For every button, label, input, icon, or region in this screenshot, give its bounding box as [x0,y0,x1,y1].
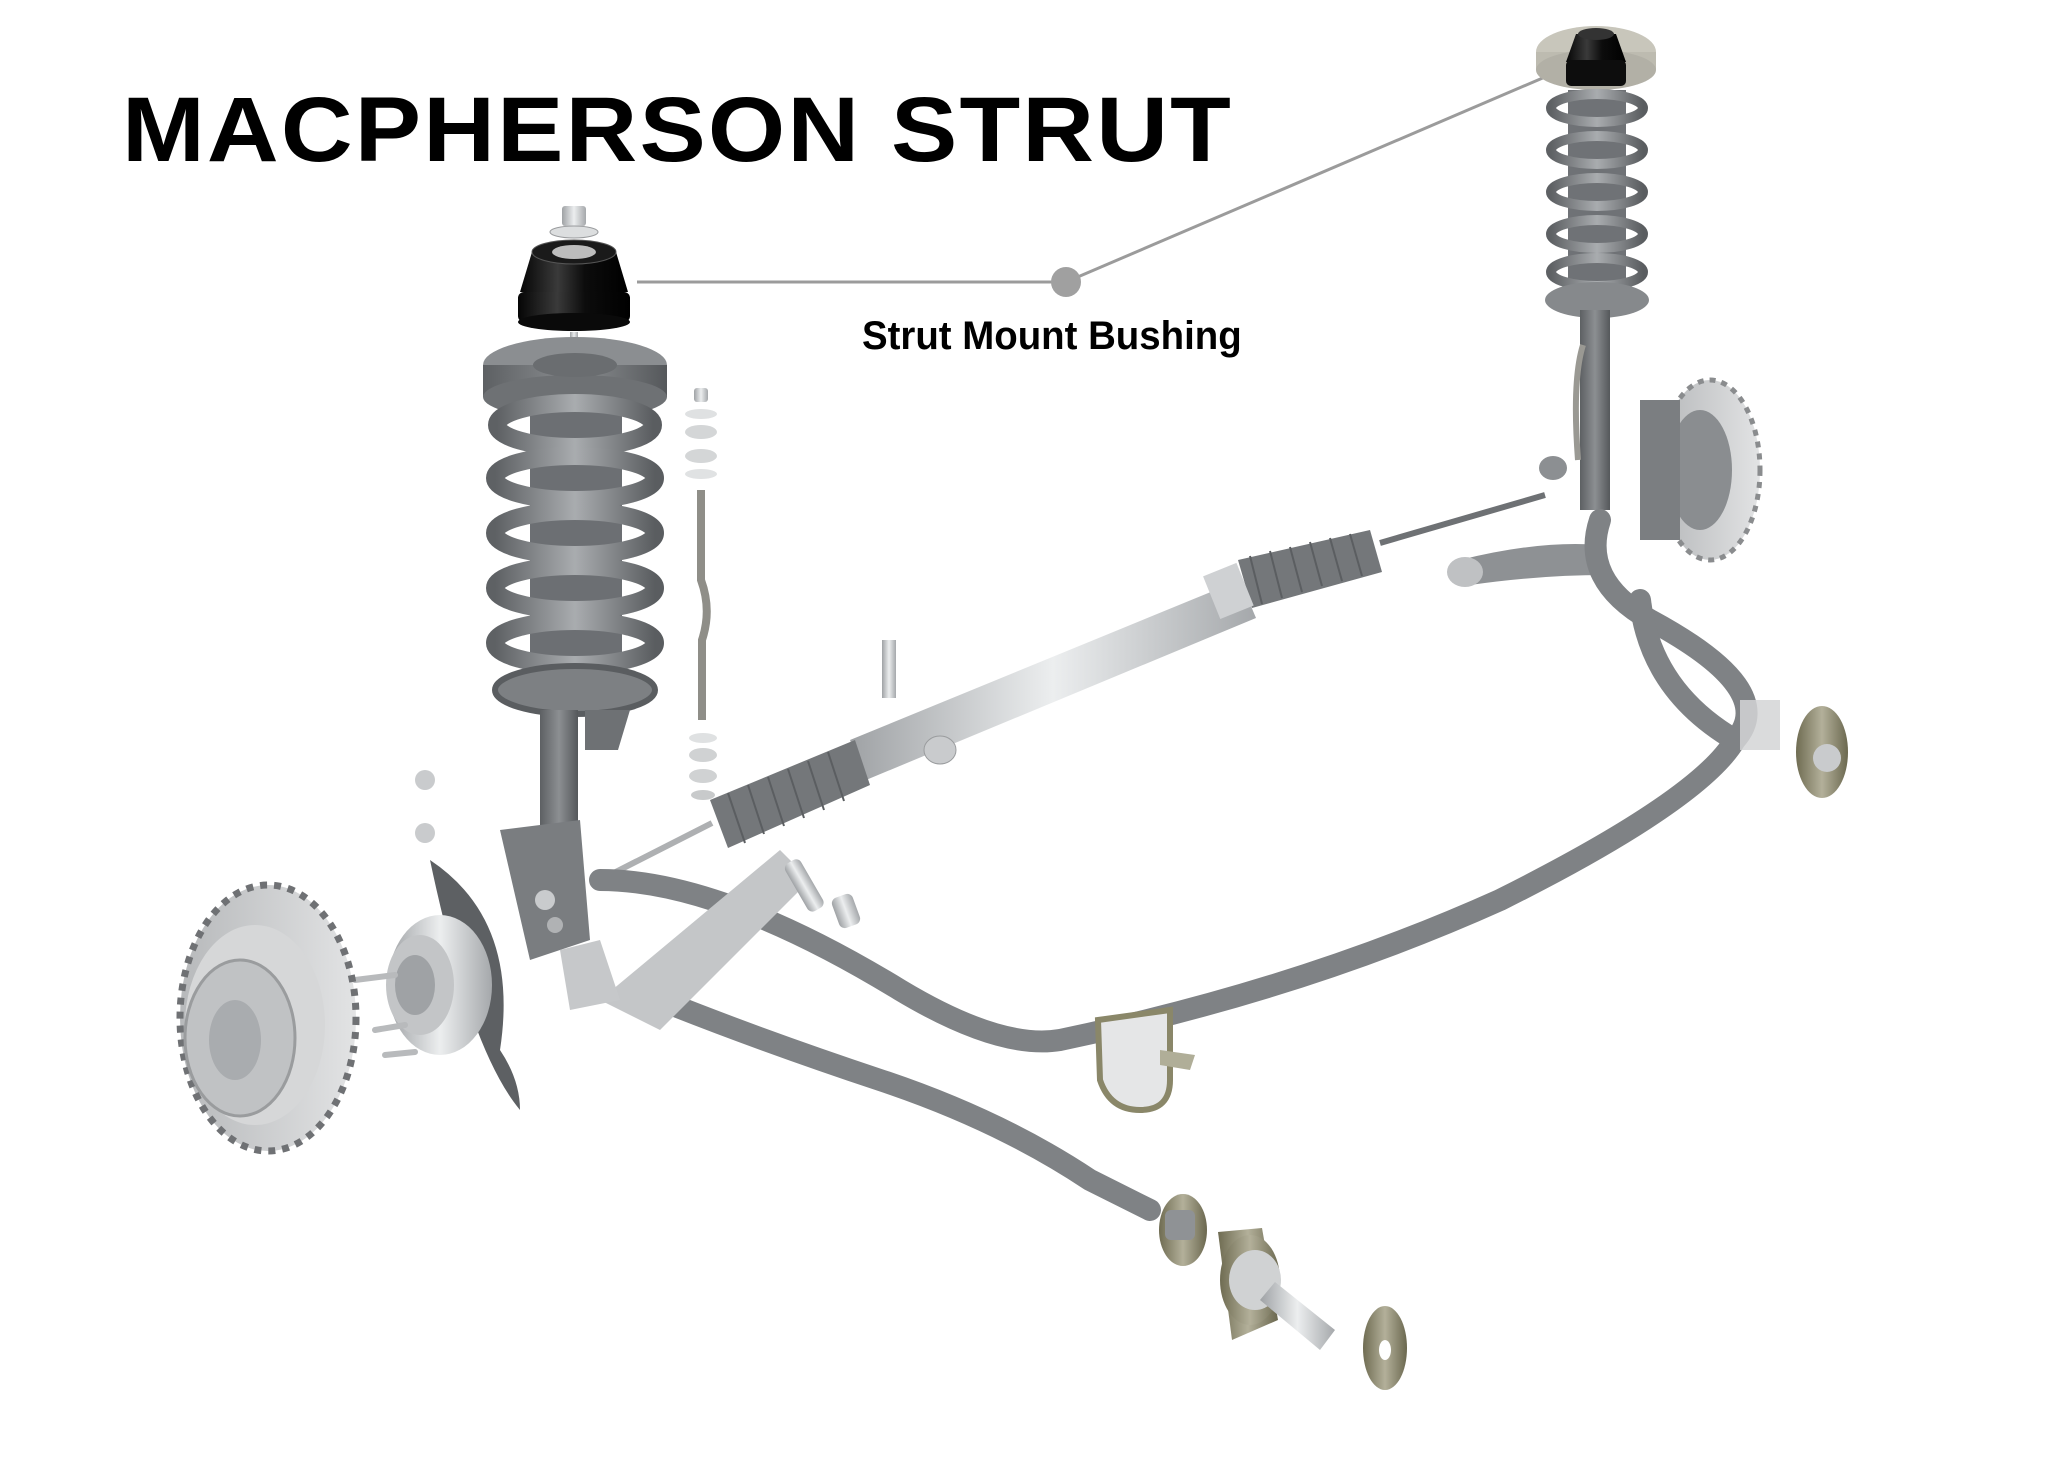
wheel-hub [352,915,492,1058]
sway-bar [589,509,1758,1221]
strut-assembly-right [1447,26,1763,587]
sway-bar-end-link [685,388,717,800]
sway-bar-end-mount [1159,1194,1407,1390]
coil-spring-left [483,337,667,960]
sway-bar-bushing-bracket [1094,1006,1195,1114]
lug-nut-icon [415,823,435,843]
steering-rack [598,492,1546,883]
diagram-title: MACPHERSON STRUT [122,79,1233,181]
lower-control-arm [560,850,861,1030]
brake-rotor [176,881,360,1155]
strut-mount-bushing-exploded [518,206,630,382]
lug-nut-icon [415,770,435,790]
callout-dot-icon [1051,267,1081,297]
callout-label-strut-mount-bushing: Strut Mount Bushing [862,314,1242,358]
callout-leader [637,72,1553,297]
sway-bar-end-mount-right [1740,700,1848,798]
